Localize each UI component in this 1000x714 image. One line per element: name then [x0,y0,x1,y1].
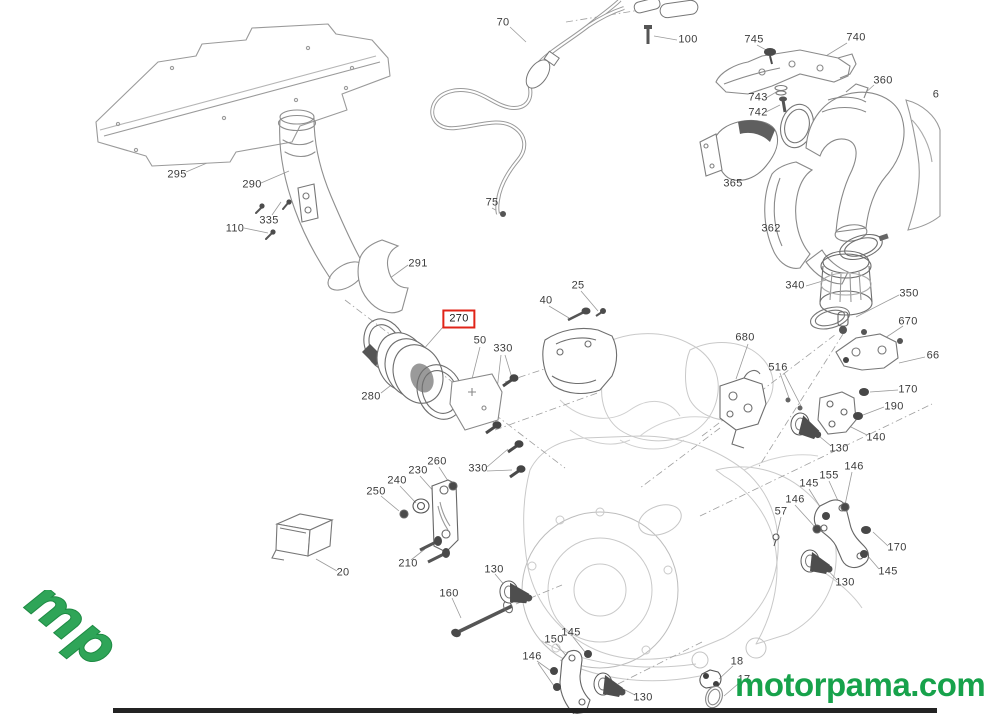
part-label-66-54: 66 [926,349,940,362]
site-watermark: motorpama.com [735,666,986,703]
part-label-145-36: 145 [878,565,898,578]
part-label-270-5-highlighted: 270 [442,309,476,329]
part-label-57-34: 57 [774,505,788,518]
part-label-25-10: 25 [571,279,585,292]
part-label-670-23: 670 [898,315,918,328]
exhaust-bracket-drawing [715,48,857,113]
part-label-170-26: 170 [898,383,918,396]
part-label-40-9: 40 [539,294,553,307]
heat-shield-drawing [95,23,391,167]
lower-right-bracket-drawing [772,499,871,569]
part-label-350-22: 350 [899,287,919,300]
part-label-260-51: 260 [427,455,447,468]
gasket-plate-drawing [449,373,503,431]
part-label-745-14: 745 [744,33,764,46]
mp-monogram-text: mp [13,590,118,680]
part-label-291-4: 291 [408,257,428,270]
part-label-330-52: 330 [468,462,488,475]
part-label-146-30: 146 [844,460,864,473]
part-label-110-2: 110 [225,222,245,235]
mp-monogram-icon: mp [13,567,131,681]
part-label-130-40: 130 [633,691,653,704]
part-label-75-13: 75 [485,196,499,209]
part-label-290-1: 290 [242,178,262,191]
support-bracket-drawing [399,479,459,564]
part-label-146-41: 146 [522,650,542,663]
part-label-100-12: 100 [678,33,698,46]
part-label-240-49: 240 [387,474,407,487]
funnel-drawing [699,103,815,181]
part-label-145-32: 145 [799,477,819,490]
footer-bar [113,708,937,713]
part-label-146-33: 146 [785,493,805,506]
outlet-duct-drawing [805,83,941,242]
part-label-130-29: 130 [829,442,849,455]
part-label-740-15: 740 [846,31,866,44]
part-label-130-44: 130 [484,563,504,576]
part-label-210-47: 210 [398,557,418,570]
sensor-harness-drawing [430,0,699,217]
motorpama-logo: mp [6,567,131,714]
part-label-335-3: 335 [259,214,279,227]
part-label-140-28: 140 [866,431,886,444]
part-label-20-46: 20 [336,566,350,579]
part-label-280-6: 280 [361,390,381,403]
part-label-742-18: 742 [748,106,768,119]
upper-mount-bracket-drawing [835,329,903,371]
part-label-516-25: 516 [768,361,788,374]
part-label-230-50: 230 [408,464,428,477]
part-label-6-53: 6 [932,88,940,101]
part-label-295-0: 295 [167,168,187,181]
resonator-box-drawing [271,513,334,561]
sensor-bracket-drawing [719,369,767,449]
part-label-160-45: 160 [439,587,459,600]
mid-mount-bracket-drawing [785,388,869,435]
part-label-365-19: 365 [723,177,743,190]
coupler-rings-drawing [362,318,464,420]
part-label-170-35: 170 [887,541,907,554]
part-label-155-31: 155 [819,469,839,482]
part-label-340-21: 340 [785,279,805,292]
part-label-362-20: 362 [761,222,781,235]
part-label-190-27: 190 [884,400,904,413]
intake-tube-drawing [255,109,365,291]
elbow-duct-drawing [357,239,409,314]
part-label-680-24: 680 [735,331,755,344]
part-label-145-43: 145 [561,626,581,639]
part-label-330-8: 330 [493,342,513,355]
airbox-drawing [542,307,618,395]
part-label-743-17: 743 [748,91,768,104]
part-label-70-11: 70 [496,16,510,29]
part-label-18-38: 18 [730,655,744,668]
part-label-360-16: 360 [873,74,893,87]
engine-ghost-drawing [521,333,863,682]
part-label-150-42: 150 [544,633,564,646]
long-bolt-drawing [451,600,513,638]
curved-panel-drawing [764,161,849,285]
part-label-17-39: 17 [737,673,751,686]
part-label-50-7: 50 [473,334,487,347]
part-label-250-48: 250 [366,485,386,498]
part-label-130-37: 130 [835,576,855,589]
bottom-bracket-drawing [550,649,723,714]
